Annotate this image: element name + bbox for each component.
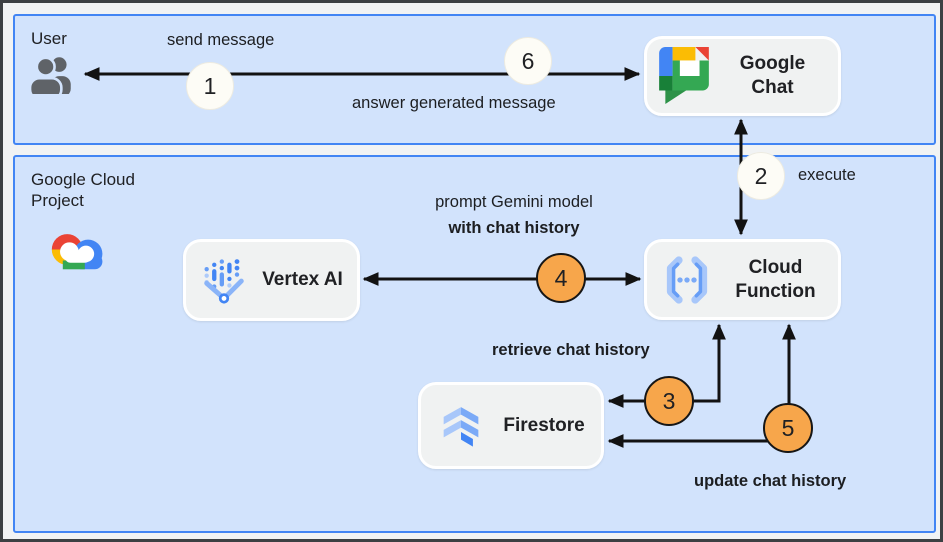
step-badge-3: 3 [644, 376, 694, 426]
edge-label-send-message: send message [167, 31, 275, 49]
google-chat-logo [659, 47, 709, 105]
edge-label-prompt: prompt Gemini model with chat history [404, 189, 624, 242]
edge-label-answer: answer generated message [352, 94, 556, 112]
node-label: Google Chat [739, 53, 806, 98]
node-label: Firestore [503, 414, 585, 436]
node-firestore: Firestore [418, 382, 604, 469]
google-cloud-logo [43, 223, 109, 276]
edge-label-update: update chat history [694, 472, 847, 490]
edge-label-execute: execute [798, 166, 856, 184]
node-label: Cloud Function [735, 256, 816, 302]
cloud-functions-icon [659, 252, 715, 308]
people-icon [29, 54, 77, 94]
vertex-ai-icon [198, 254, 250, 306]
step-badge-6: 6 [504, 37, 552, 85]
node-label: Vertex AI [262, 269, 343, 291]
user-zone-label: User [31, 29, 67, 48]
step-badge-2: 2 [737, 152, 785, 200]
step-badge-4: 4 [536, 253, 586, 303]
node-google-chat: Google Chat [644, 36, 841, 116]
edge-label-prompt-line1: prompt Gemini model [435, 193, 593, 211]
node-cloud-function: Cloud Function [644, 239, 841, 320]
edge-label-prompt-line2: with chat history [448, 219, 580, 238]
step-badge-5: 5 [763, 403, 813, 453]
firestore-icon [435, 397, 487, 454]
edge-label-retrieve: retrieve chat history [492, 341, 650, 359]
node-vertex-ai: Vertex AI [183, 239, 360, 321]
gcp-zone-label: Google Cloud Project [31, 170, 135, 211]
step-badge-1: 1 [186, 62, 234, 110]
